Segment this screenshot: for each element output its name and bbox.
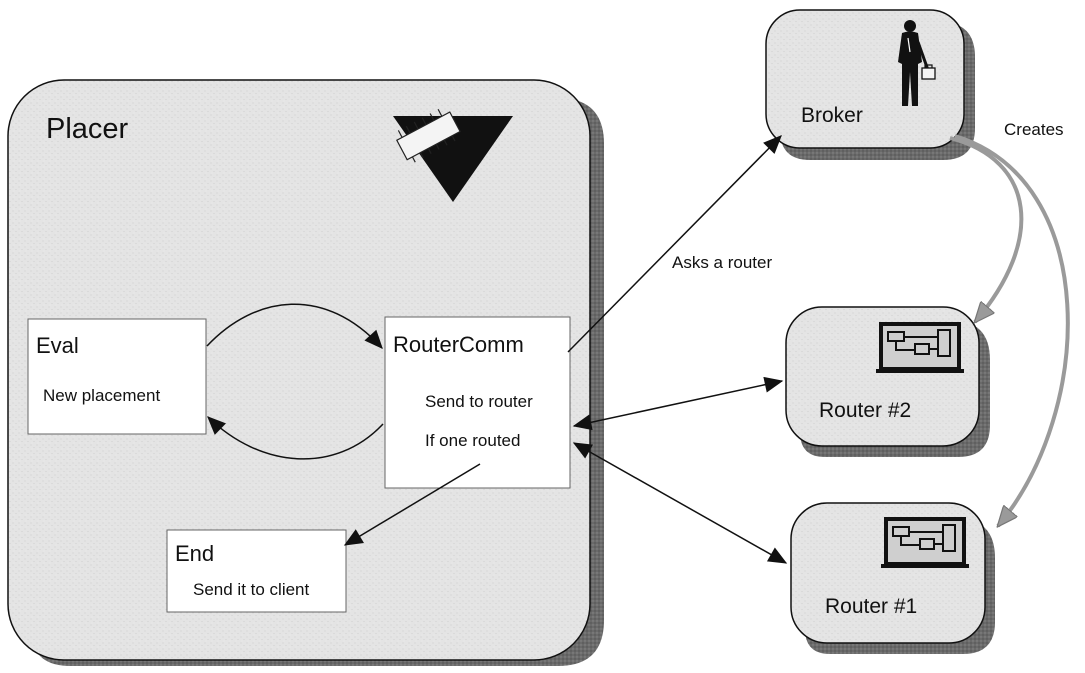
routercomm-to-eval-arrow bbox=[207, 416, 384, 460]
broker-node: Broker bbox=[765, 9, 975, 160]
circuit-board-icon bbox=[881, 517, 969, 568]
routercomm-box: RouterComm Send to router If one routed bbox=[384, 316, 571, 489]
creates-label: Creates bbox=[1004, 120, 1064, 139]
circuit-board-icon bbox=[876, 322, 964, 373]
routercomm-line2: If one routed bbox=[425, 431, 520, 450]
router1-label: Router #1 bbox=[825, 595, 917, 618]
asks-router-label: Asks a router bbox=[672, 253, 772, 272]
asks-router-arrow bbox=[567, 135, 782, 353]
router2-node: Router #2 bbox=[785, 306, 990, 457]
routercomm-router1-arrow bbox=[572, 442, 788, 564]
eval-title: Eval bbox=[36, 333, 79, 358]
placer-panel bbox=[7, 79, 591, 661]
creates-router1-arrow bbox=[954, 134, 1070, 526]
eval-box: Eval New placement bbox=[27, 318, 207, 435]
routercomm-title: RouterComm bbox=[393, 332, 524, 357]
businessman-icon bbox=[898, 20, 936, 106]
end-box: End Send it to client bbox=[166, 529, 347, 613]
router2-label: Router #2 bbox=[819, 399, 911, 422]
eval-line1: New placement bbox=[43, 386, 160, 405]
routercomm-line1: Send to router bbox=[425, 392, 533, 411]
placer-container: Placer bbox=[7, 79, 604, 666]
router1-node: Router #1 bbox=[790, 502, 995, 654]
routercomm-router2-arrow bbox=[572, 376, 784, 431]
end-title: End bbox=[175, 541, 214, 566]
creates-router2-arrow bbox=[949, 136, 1024, 322]
routercomm-to-end-arrow bbox=[343, 463, 481, 546]
broker-label: Broker bbox=[801, 104, 863, 127]
eval-to-routercomm-arrow bbox=[206, 303, 383, 349]
end-line1: Send it to client bbox=[193, 580, 310, 599]
chip-triangle-icon bbox=[393, 108, 513, 202]
placer-title: Placer bbox=[46, 113, 129, 145]
